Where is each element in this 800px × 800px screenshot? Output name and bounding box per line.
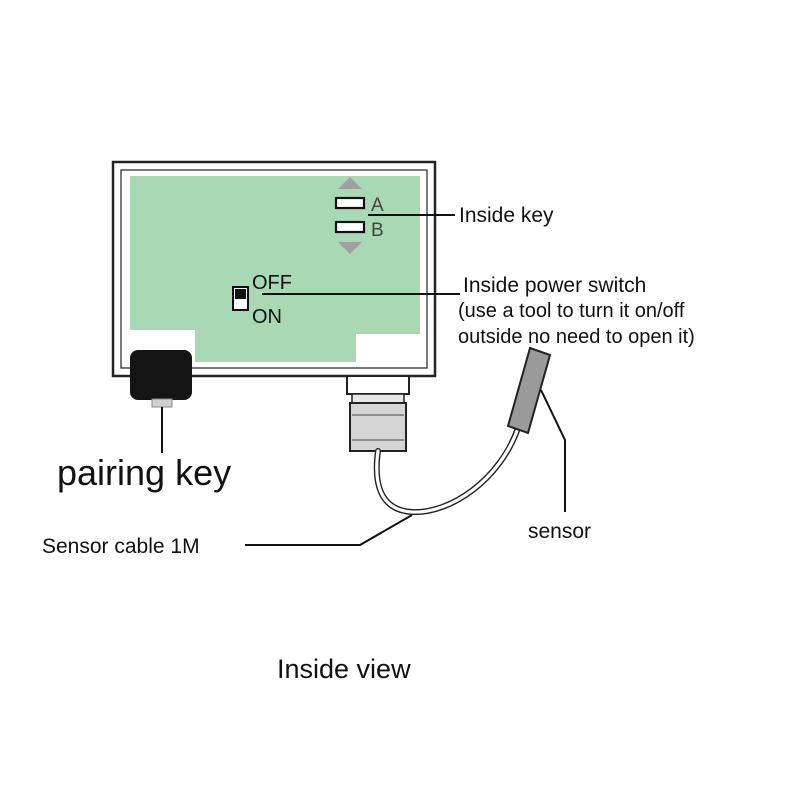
- up-arrow-icon: [338, 177, 362, 189]
- sensor-cable-label: Sensor cable 1M: [42, 535, 200, 558]
- down-arrow-icon: [338, 242, 362, 254]
- key-a-button: [334, 196, 366, 210]
- switch-off-label: OFF: [252, 272, 292, 294]
- caption-label: Inside view: [277, 654, 411, 684]
- pairing-key-stem: [151, 398, 173, 408]
- inside-key-label: Inside key: [459, 204, 554, 227]
- sensor-leader: [540, 389, 566, 512]
- power-switch-slider: [235, 289, 246, 299]
- power-switch-group: OFF ON: [232, 272, 292, 328]
- cable-gland: [346, 375, 410, 452]
- key-a-label: A: [371, 195, 384, 216]
- key-b-label: B: [371, 220, 384, 241]
- sensor-label: sensor: [528, 520, 591, 543]
- pairing-key-label: pairing key: [57, 452, 231, 493]
- switch-on-label: ON: [252, 306, 282, 328]
- inside-key-group: A B: [334, 177, 384, 254]
- power-switch-note-line1: (use a tool to turn it on/off: [458, 300, 685, 322]
- pairing-key-button: [130, 350, 192, 400]
- sensor-probe: [506, 346, 552, 435]
- housing-inner-border: [120, 169, 428, 369]
- power-switch-note-line2: outside no need to open it): [458, 326, 695, 348]
- power-switch-title: Inside power switch: [463, 274, 646, 297]
- sensor-cable-leader: [245, 514, 413, 546]
- key-b-button: [334, 220, 366, 234]
